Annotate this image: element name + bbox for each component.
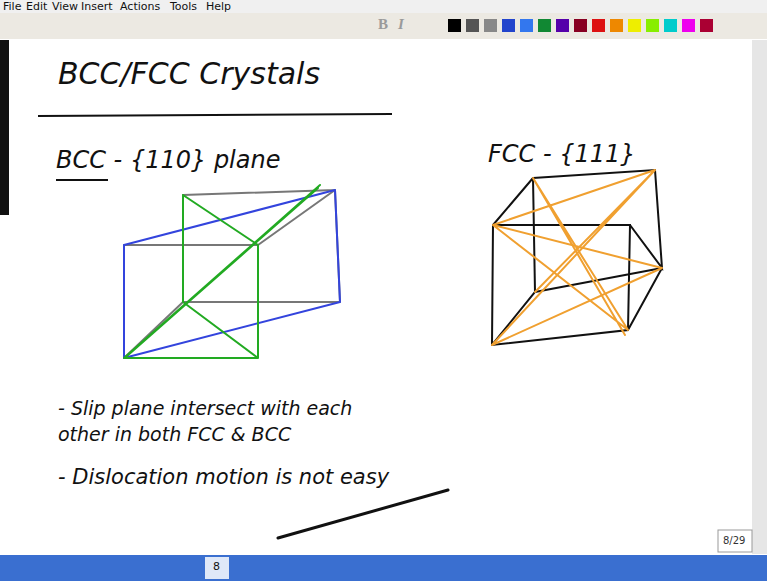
title-underline xyxy=(38,114,392,116)
side-bar xyxy=(0,40,9,215)
menu-item: File xyxy=(3,0,21,13)
note-line: - Dislocation motion is not easy xyxy=(58,465,389,489)
page-tab xyxy=(205,557,229,579)
fcc-cube xyxy=(492,170,662,345)
menu-item: View xyxy=(52,0,78,13)
menu-item: Insert xyxy=(81,0,113,13)
bcc-cube xyxy=(124,185,340,358)
plane-heading: FCC - {111} xyxy=(488,140,636,168)
toolbar-button: B xyxy=(378,16,388,33)
toolbar-button: I xyxy=(398,16,404,33)
page-box xyxy=(718,530,752,552)
plane-heading: BCC - {110} plane xyxy=(56,146,280,174)
menu-item: Tools xyxy=(170,0,197,13)
menu-item: Edit xyxy=(26,0,47,13)
menu-bar xyxy=(0,0,767,13)
note-line: - Slip plane intersect with each other i… xyxy=(58,395,388,447)
page-number: 8/29 xyxy=(723,535,745,546)
menu-item: Help xyxy=(206,0,231,13)
bcc-underline xyxy=(56,179,108,181)
scrollbar xyxy=(752,40,767,554)
color-palette xyxy=(448,19,713,32)
pen-stroke xyxy=(278,490,448,538)
toolbar xyxy=(0,13,767,39)
menu-item: Actions xyxy=(120,0,160,13)
slide-title: BCC/FCC Crystals xyxy=(58,56,320,91)
page-tab-number: 8 xyxy=(213,560,220,573)
page-strip xyxy=(0,555,767,581)
